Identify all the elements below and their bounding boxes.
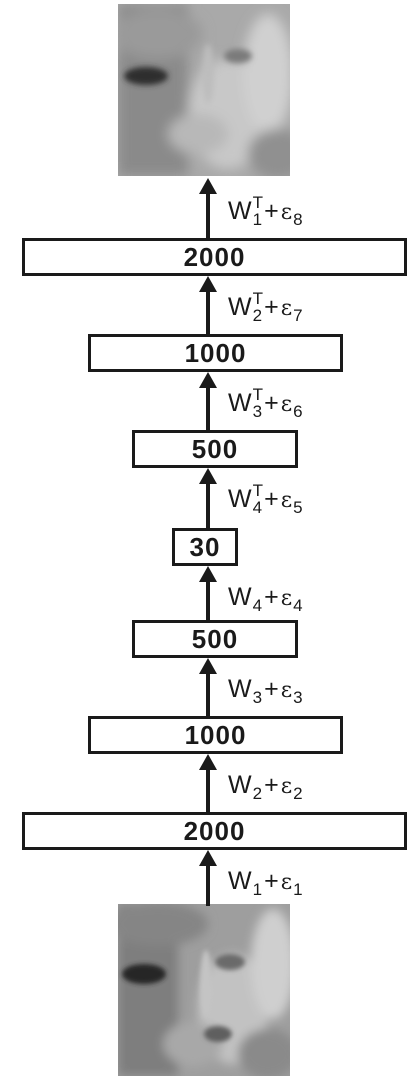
layer-size-label: 500 <box>192 624 238 655</box>
weight-label-w2-eps2: W2+ε2 <box>228 771 304 804</box>
encoder-layer-500: 500 <box>132 620 298 658</box>
weight-label-w1-eps1: W1+ε1 <box>228 867 304 900</box>
layer-size-label: 500 <box>192 434 238 465</box>
decoder-layer-2000: 2000 <box>22 238 407 276</box>
weight-label-w3-eps3: W3+ε3 <box>228 675 304 708</box>
output-face-image <box>118 4 290 176</box>
layer-size-label: 1000 <box>185 338 247 369</box>
weight-label-w4-eps4: W4+ε4 <box>228 583 304 616</box>
layer-size-label: 2000 <box>184 816 246 847</box>
code-layer-30: 30 <box>172 528 238 566</box>
layer-size-label: 1000 <box>185 720 247 751</box>
encoder-layer-2000: 2000 <box>22 812 407 850</box>
layer-size-label: 30 <box>190 532 221 563</box>
layer-size-label: 2000 <box>184 242 246 273</box>
encoder-layer-1000: 1000 <box>88 716 343 754</box>
decoder-layer-1000: 1000 <box>88 334 343 372</box>
input-face-image <box>118 904 290 1076</box>
decoder-layer-500: 500 <box>132 430 298 468</box>
